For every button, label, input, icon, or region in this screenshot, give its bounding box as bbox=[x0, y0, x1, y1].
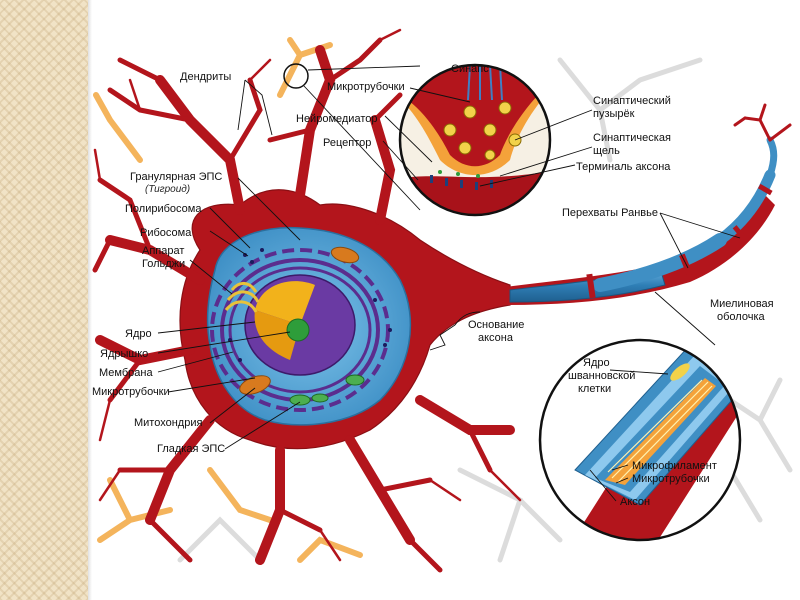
labels: Дендриты Микротрубочки Синапс Нейромедиа… bbox=[92, 63, 774, 508]
textured-border-strip bbox=[0, 0, 88, 600]
label-axon-hillock-2: аксона bbox=[478, 332, 514, 344]
label-receptor: Рецептор bbox=[323, 137, 371, 149]
label-microtubules-left: Микротрубочки bbox=[92, 386, 170, 398]
border-shadow bbox=[88, 0, 92, 600]
dendrites bbox=[92, 28, 522, 573]
myelin-inset-border bbox=[538, 338, 742, 542]
cell-interior bbox=[206, 226, 412, 426]
label-synaptic-vesicle-2: пузырёк bbox=[593, 108, 635, 120]
label-microtubules-inset: Микротрубочки bbox=[632, 473, 710, 485]
label-golgi-2: Гольджи bbox=[142, 258, 185, 270]
synapse-zoom-marker bbox=[283, 63, 309, 89]
label-schwann-1: Ядро bbox=[583, 357, 610, 369]
label-polyribosome: Полирибосома bbox=[125, 203, 202, 215]
label-membrane: Мембрана bbox=[99, 367, 153, 379]
label-schwann-2: шванновской bbox=[568, 370, 635, 382]
label-axon-hillock-1: Основание bbox=[468, 319, 524, 331]
synapse-inset bbox=[400, 65, 550, 215]
axon bbox=[505, 103, 792, 305]
label-synaptic-cleft-2: щель bbox=[593, 145, 620, 157]
label-rough-er: Гранулярная ЭПС bbox=[130, 171, 222, 183]
label-ribosome: Рибосома bbox=[140, 227, 192, 239]
label-axon-terminal: Терминаль аксона bbox=[576, 161, 671, 173]
label-nucleus: Ядро bbox=[125, 328, 152, 340]
label-myelin-1: Миелиновая bbox=[710, 298, 774, 310]
label-tigroid: (Тигроид) bbox=[145, 184, 190, 195]
label-mitochondrion: Митохондрия bbox=[134, 417, 202, 429]
axon-hillock-bracket bbox=[429, 311, 481, 351]
label-smooth-er: Гладкая ЭПС bbox=[157, 443, 225, 455]
label-axon: Аксон bbox=[620, 496, 650, 508]
label-microtubules-top: Микротрубочки bbox=[327, 81, 405, 93]
label-synapse: Синапс bbox=[451, 63, 489, 75]
label-myelin-2: оболочка bbox=[717, 311, 765, 323]
label-dendrites: Дендриты bbox=[180, 71, 231, 83]
label-ranvier-nodes: Перехваты Ранвье bbox=[562, 207, 658, 219]
label-synaptic-cleft-1: Синаптическая bbox=[593, 132, 671, 144]
synapse-inset-border bbox=[398, 63, 552, 217]
leader-lines bbox=[157, 79, 741, 502]
label-microfilament: Микрофиламент bbox=[632, 460, 717, 472]
label-neurotransmitter: Нейромедиатор bbox=[296, 113, 377, 125]
label-schwann-3: клетки bbox=[578, 383, 611, 395]
label-nucleolus: Ядрышко bbox=[100, 348, 148, 360]
label-golgi-1: Аппарат bbox=[142, 245, 184, 257]
nucleolus-shape bbox=[286, 318, 310, 342]
label-synaptic-vesicle-1: Синаптический bbox=[593, 95, 671, 107]
